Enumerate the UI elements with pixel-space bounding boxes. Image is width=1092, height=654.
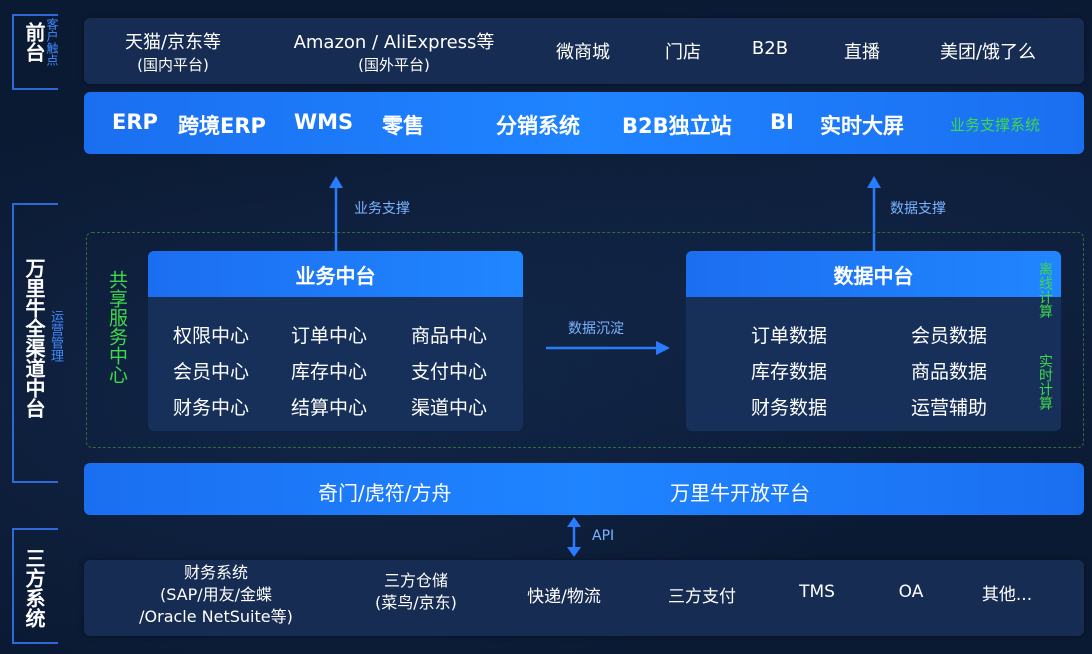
business-item: 渠道中心 — [410, 397, 487, 419]
data-item: 商品数据 — [910, 361, 987, 383]
realtime-compute-label: 实时计算 — [1037, 354, 1053, 410]
arrow-api — [567, 517, 581, 557]
data-item: 会员数据 — [910, 325, 987, 347]
touchpoint-label: Amazon / AliExpress等 — [293, 32, 495, 53]
data-item: 订单数据 — [750, 325, 827, 347]
data-item: 库存数据 — [750, 361, 827, 383]
business-item: 库存中心 — [290, 361, 367, 383]
arrow-data-sink — [546, 341, 670, 355]
touchpoint-microshop: 微商城 — [556, 42, 610, 63]
label-front-title: 前台 — [22, 22, 46, 62]
third-party-line: (SAP/用友/金蝶 — [159, 585, 273, 604]
business-item: 结算中心 — [290, 397, 367, 419]
third-party-payment: 三方支付 — [668, 587, 736, 607]
third-party-panel: 财务系统 (SAP/用友/金蝶 /Oracle NetSuite等) 三方仓储 … — [84, 560, 1084, 636]
label-third-title: 三方系统 — [22, 548, 46, 628]
system-realtime-screen: 实时大屏 — [820, 114, 904, 138]
support-systems-bar: ERP 跨境ERP WMS 零售 分销系统 B2B独立站 BI 实时大屏 业务支… — [84, 92, 1084, 154]
business-center-title: 业务中台 — [148, 251, 523, 297]
api-label: API — [592, 528, 615, 544]
touchpoint-live: 直播 — [844, 42, 880, 63]
third-party-line: /Oracle NetSuite等) — [139, 607, 293, 626]
data-support-label: 数据支撑 — [890, 201, 946, 217]
touchpoint-label: 天猫/京东等 — [124, 32, 222, 53]
touchpoint-sublabel: (国内平台) — [137, 56, 209, 74]
open-platform-bar: 奇门/虎符/方舟 万里牛开放平台 — [84, 463, 1084, 515]
business-item: 商品中心 — [410, 325, 487, 347]
bracket-third — [12, 528, 58, 644]
system-cross-border-erp: 跨境ERP — [178, 114, 266, 138]
support-systems-label: 业务支撑系统 — [950, 116, 1041, 134]
third-party-line: 三方仓储 — [383, 571, 448, 590]
touchpoint-tmall-jd: 天猫/京东等 (国内平台) — [108, 28, 238, 75]
label-middle-sub: 运营管理 — [48, 310, 63, 362]
open-platform-right: 万里牛开放平台 — [670, 481, 810, 505]
third-party-line: (菜鸟/京东) — [375, 593, 457, 612]
open-platform-left: 奇门/虎符/方舟 — [318, 481, 452, 505]
data-center-title: 数据中台 — [686, 251, 1061, 297]
touchpoint-amazon: Amazon / AliExpress等 (国外平台) — [264, 28, 524, 75]
system-wms: WMS — [294, 110, 354, 134]
business-center-box: 业务中台 权限中心 订单中心 商品中心 会员中心 库存中心 支付中心 财务中心 … — [148, 251, 523, 431]
business-support-label: 业务支撑 — [354, 201, 410, 217]
data-item: 财务数据 — [750, 397, 827, 419]
arrow-business-support — [329, 176, 343, 252]
shared-service-center-label: 共享服务中心 — [106, 270, 128, 384]
label-middle-title: 万里牛全渠道中台 — [22, 258, 46, 418]
business-item: 支付中心 — [410, 361, 487, 383]
label-front-sub: 客户触点 — [45, 18, 59, 66]
system-erp: ERP — [112, 110, 158, 134]
business-item: 会员中心 — [172, 361, 249, 383]
data-item: 运营辅助 — [910, 397, 987, 419]
third-party-oa: OA — [898, 582, 924, 602]
bracket-middle — [12, 203, 58, 483]
data-center-body: 订单数据 会员数据 库存数据 商品数据 财务数据 运营辅助 — [686, 297, 1061, 431]
third-party-logistics: 快递/物流 — [527, 587, 601, 607]
touchpoint-sublabel: (国外平台) — [358, 56, 430, 74]
business-item: 权限中心 — [172, 325, 249, 347]
data-center-box: 数据中台 订单数据 会员数据 库存数据 商品数据 财务数据 运营辅助 — [686, 251, 1061, 431]
offline-compute-label: 离线计算 — [1037, 262, 1053, 318]
arrow-data-support — [867, 176, 881, 252]
touchpoint-b2b: B2B — [751, 38, 789, 59]
middle-platform-container — [86, 232, 1084, 448]
data-sink-label: 数据沉淀 — [568, 321, 624, 337]
touchpoint-store: 门店 — [665, 42, 701, 63]
third-party-warehouse: 三方仓储 (菜鸟/京东) — [356, 570, 476, 614]
system-b2b-site: B2B独立站 — [622, 114, 732, 138]
bracket-front — [12, 14, 58, 90]
touchpoints-panel: 天猫/京东等 (国内平台) Amazon / AliExpress等 (国外平台… — [84, 18, 1084, 84]
third-party-finance: 财务系统 (SAP/用友/金蝶 /Oracle NetSuite等) — [114, 562, 318, 628]
touchpoint-meituan: 美团/饿了么 — [939, 42, 1037, 63]
business-center-body: 权限中心 订单中心 商品中心 会员中心 库存中心 支付中心 财务中心 结算中心 … — [148, 297, 523, 431]
business-item: 订单中心 — [290, 325, 367, 347]
business-item: 财务中心 — [172, 397, 249, 419]
system-bi: BI — [770, 110, 794, 134]
third-party-other: 其他... — [981, 585, 1033, 605]
system-retail: 零售 — [382, 114, 424, 138]
system-distribution: 分销系统 — [496, 114, 580, 138]
third-party-tms: TMS — [799, 582, 835, 602]
third-party-line: 财务系统 — [183, 563, 248, 582]
